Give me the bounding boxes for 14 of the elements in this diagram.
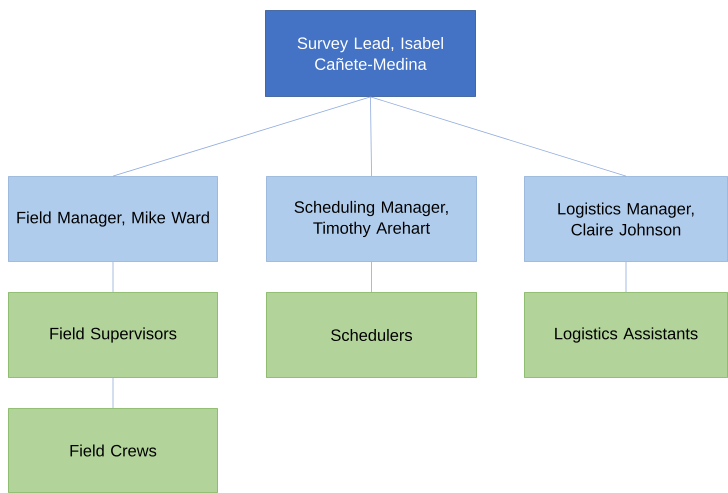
connector-line xyxy=(371,262,372,292)
connector-line xyxy=(370,96,372,176)
team-box: Field Crews xyxy=(8,408,218,493)
manager-box: Field Manager, Mike Ward xyxy=(8,176,218,262)
connector-line xyxy=(112,262,114,292)
team-box: Schedulers xyxy=(266,292,477,378)
manager-box: Scheduling Manager, Timothy Arehart xyxy=(266,176,477,262)
lead-box: Survey Lead, Isabel Cañete-Medina xyxy=(265,10,476,97)
connector-line xyxy=(370,96,626,176)
team-box: Logistics Assistants xyxy=(524,292,728,378)
connector-line xyxy=(112,377,114,408)
connector-line xyxy=(112,96,371,176)
manager-box: Logistics Manager, Claire Johnson xyxy=(524,176,728,262)
team-box: Field Supervisors xyxy=(8,292,218,378)
